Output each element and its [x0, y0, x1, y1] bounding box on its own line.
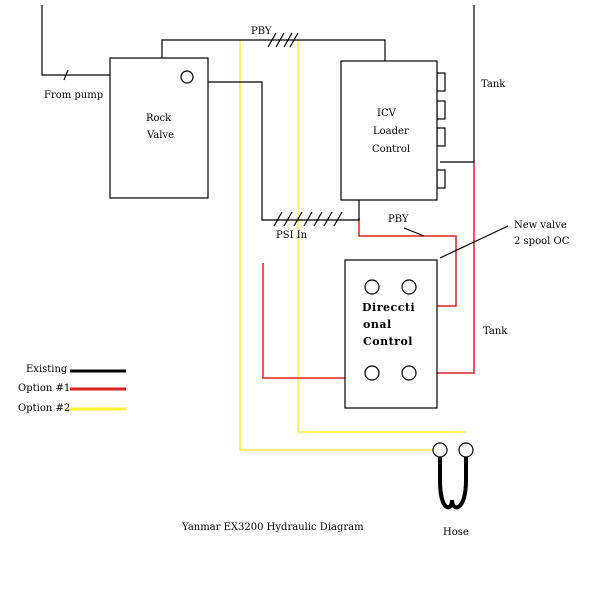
psi-hash-4: [303, 211, 313, 227]
legend-existing-label: Existing: [26, 364, 68, 375]
tank-mid-label: Tank: [483, 326, 508, 337]
dc-port-bottom-right: [401, 365, 417, 381]
option2-line-left: [239, 40, 440, 451]
legend-option2-label: Option #2: [18, 403, 70, 414]
pby-mid-label: PBY: [388, 214, 409, 225]
icv-loader-control-box: [340, 60, 438, 201]
directional-line1: Direccti: [362, 301, 415, 314]
pby-mid-leader: [403, 227, 425, 237]
top-connector-line: [161, 39, 386, 61]
legend-option1-label: Option #1: [18, 383, 70, 394]
diagram-title: Yanmar EX3200 Hydraulic Diagram: [181, 522, 364, 533]
rock-valve-port: [180, 70, 194, 84]
pby-top-label: PBY: [251, 26, 272, 37]
pump-tick: [63, 69, 69, 81]
new-valve-leader: [439, 225, 509, 259]
from-pump-label: From pump: [44, 90, 103, 101]
hose: [438, 456, 468, 510]
icv-port-4: [436, 169, 446, 189]
psi-in-label: PSI In: [276, 230, 308, 241]
pby-top-hash-4: [289, 32, 299, 48]
pby-top-hash-1: [267, 32, 277, 48]
option1-line-tank: [437, 162, 475, 374]
dc-port-bottom-left: [364, 365, 380, 381]
psi-hash-1: [273, 211, 283, 227]
option1-line-psi-to-dc: [262, 263, 345, 379]
psi-hash-6: [323, 211, 333, 227]
psi-hash-5: [313, 211, 323, 227]
icv-line1: ICV: [377, 108, 397, 119]
option1-lines: [262, 162, 475, 379]
icv-port-2: [436, 100, 446, 120]
option2-line-right: [297, 40, 466, 433]
rock-valve-line1: Rock: [146, 113, 172, 124]
icv-port-1: [436, 72, 446, 92]
tank-return-line: [440, 5, 475, 163]
existing-lines: [41, 5, 509, 259]
new-valve-label-line2: 2 spool OC: [514, 236, 570, 247]
rock-valve-box: [109, 57, 209, 199]
directional-line3: Control: [363, 335, 413, 348]
hose-label: Hose: [443, 527, 469, 538]
psi-hash-7: [333, 211, 343, 227]
psi-line: [208, 81, 360, 221]
icv-line3: Control: [372, 144, 410, 155]
icv-line2: Loader: [373, 126, 409, 137]
dc-port-top-left: [364, 279, 380, 295]
pby-top-hash-3: [283, 32, 293, 48]
psi-hash-2: [283, 211, 293, 227]
rock-valve-line2: Valve: [146, 130, 174, 141]
option2-lines: [239, 40, 466, 451]
icv-port-3: [436, 127, 446, 147]
directional-control-box: [344, 259, 438, 409]
hose-fitting-left: [432, 442, 448, 458]
legend: Existing Option #1 Option #2: [18, 364, 126, 414]
dc-port-top-right: [401, 279, 417, 295]
directional-line2: onal: [363, 318, 392, 331]
pump-line: [41, 5, 110, 76]
new-valve-label-line1: New valve: [514, 220, 567, 231]
psi-hash-3: [293, 211, 303, 227]
hose-fitting-right: [458, 442, 474, 458]
pby-top-hash-2: [275, 32, 285, 48]
tank-top-label: Tank: [481, 79, 506, 90]
option1-line-icv-to-dc: [358, 218, 457, 307]
